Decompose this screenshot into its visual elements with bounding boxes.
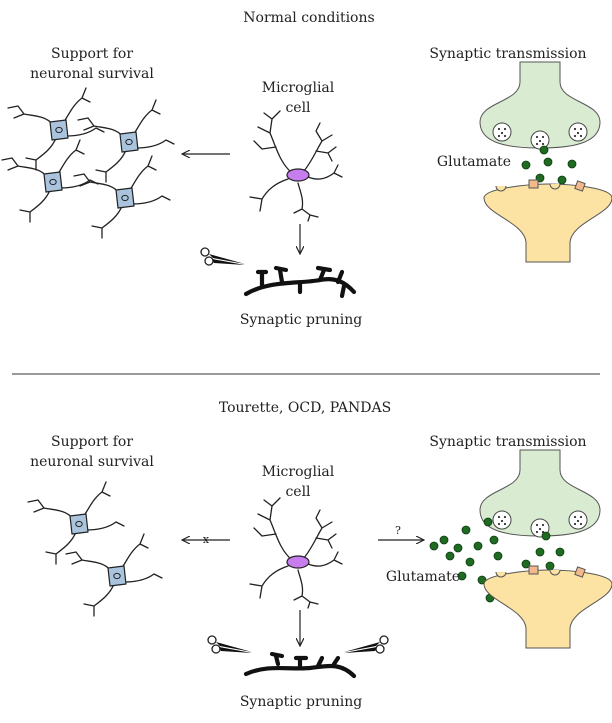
disease-microglia-icon [249,497,343,609]
scissors-icon [207,635,253,654]
glutamate-dots [429,517,565,603]
disease-transmission-label: Synaptic transmission [429,434,586,450]
normal-pruned-dendrite [200,247,357,299]
normal-microglia-label-1: Microglial [262,80,335,96]
scissors-icon [343,635,389,654]
blocked-arrow-mark: x [203,533,210,546]
normal-survival-label-2: neuronal survival [30,66,154,82]
normal-microglia-icon [249,110,343,222]
disease-survival-label-1: Support for [51,434,133,450]
normal-glutamate-label: Glutamate [437,154,511,170]
disease-heading: Tourette, OCD, PANDAS [219,400,391,416]
disease-pruning-label: Synaptic pruning [240,694,362,710]
disease-neuron-group [27,481,163,617]
disease-pruned-dendrite [207,635,389,679]
neuron-icon [73,155,171,239]
unknown-arrow-mark: ? [395,524,401,537]
postsynaptic-terminal-icon [483,565,612,649]
presynaptic-terminal-icon [479,61,601,150]
disease-microglia-label-2: cell [285,484,311,500]
neuron-icon [77,99,175,183]
normal-microglia-label-2: cell [285,100,311,116]
normal-survival-label-1: Support for [51,46,133,62]
neuron-icon [7,87,105,171]
normal-heading: Normal conditions [243,10,374,26]
normal-transmission-label: Synaptic transmission [429,46,586,62]
normal-pruning-label: Synaptic pruning [240,312,362,328]
glutamate-dots [521,145,577,185]
normal-neuron-group [1,87,175,239]
normal-synapse [479,61,612,263]
panel-disease: Tourette, OCD, PANDAS Support for neuron… [27,400,612,710]
disease-glutamate-label: Glutamate [386,569,460,585]
disease-synapse [429,449,612,649]
panel-normal: Normal conditions Support for neuronal s… [1,10,612,328]
postsynaptic-terminal-icon [483,179,612,263]
disease-survival-label-2: neuronal survival [30,454,154,470]
neuron-icon [65,533,163,617]
neuron-icon [1,139,99,223]
disease-microglia-label-1: Microglial [262,464,335,480]
scissors-icon [200,247,246,266]
presynaptic-terminal-icon [479,449,601,538]
